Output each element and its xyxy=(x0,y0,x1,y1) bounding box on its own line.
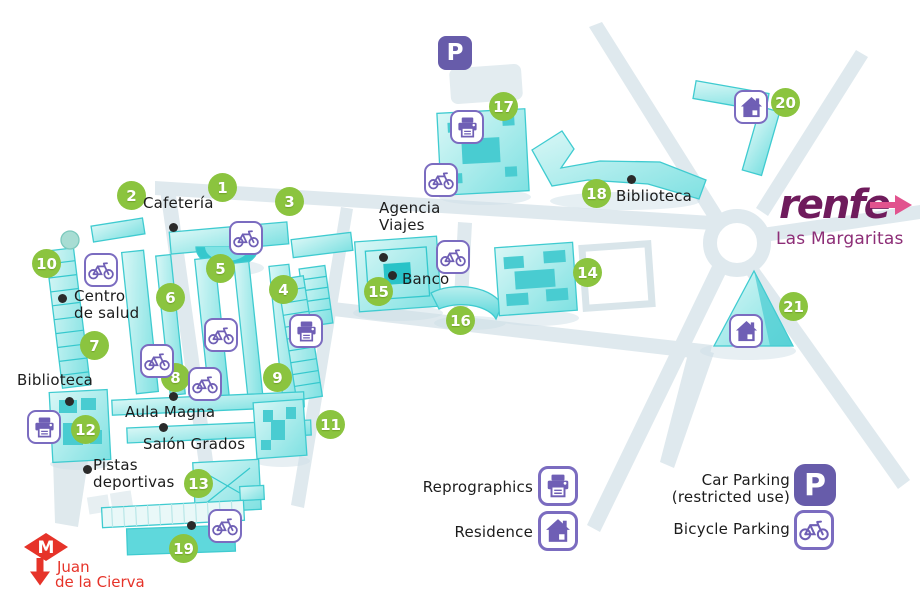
bicycle-parking-icon xyxy=(84,253,118,287)
reprographics-icon xyxy=(289,314,323,348)
map-badge-13: 13 xyxy=(184,469,213,498)
map-badge-18: 18 xyxy=(582,179,611,208)
label-biblioteca-left: Biblioteca xyxy=(17,371,94,389)
metro-station-line1: Juan xyxy=(57,558,90,576)
location-dot xyxy=(159,423,168,432)
label-salon-grados: Salón Grados xyxy=(143,435,246,453)
reprographics-icon xyxy=(27,410,61,444)
bicycle-parking-icon xyxy=(204,318,238,352)
label-centro-line1: Centro xyxy=(74,287,126,305)
renfe-arrow-icon xyxy=(870,195,912,215)
label-pistas-deportivas: Pistas deportivas xyxy=(93,457,175,491)
map-badge-4: 4 xyxy=(269,275,298,304)
location-dot xyxy=(169,392,178,401)
renfe-station-name: Las Margaritas xyxy=(776,229,904,249)
bicycle-parking-icon xyxy=(229,221,263,255)
legend-car-parking-label: Car Parking (restricted use) xyxy=(650,472,790,506)
location-dot xyxy=(388,271,397,280)
label-centro-line2: de salud xyxy=(74,304,140,322)
bicycle-parking-icon xyxy=(436,240,470,274)
location-dot xyxy=(187,521,196,530)
reprographics-icon xyxy=(450,110,484,144)
legend-car-parking-line2: (restricted use) xyxy=(671,488,790,506)
label-pistas-line2: deportivas xyxy=(93,473,175,491)
location-dot xyxy=(379,253,388,262)
map-badge-20: 20 xyxy=(771,88,800,117)
legend-bicycle-parking-label: Bicycle Parking xyxy=(673,520,790,538)
map-badge-21: 21 xyxy=(779,292,808,321)
metro-logo-icon: M xyxy=(24,533,68,561)
label-cafeteria: Cafetería xyxy=(143,194,214,212)
map-badge-17: 17 xyxy=(489,92,518,121)
sports-courts-area xyxy=(53,459,134,527)
residence-icon xyxy=(538,511,578,551)
map-badge-16: 16 xyxy=(446,306,475,335)
metro-down-arrow-icon xyxy=(30,558,50,586)
car-parking-icon: P xyxy=(438,36,472,70)
location-dot xyxy=(627,175,636,184)
label-pistas-line1: Pistas xyxy=(93,456,138,474)
bicycle-parking-icon xyxy=(188,367,222,401)
bicycle-parking-icon xyxy=(794,510,834,550)
residence-icon xyxy=(734,90,768,124)
building-14 xyxy=(494,241,578,317)
residence-icon xyxy=(729,314,763,348)
library-building-18 xyxy=(531,130,707,200)
label-banco: Banco xyxy=(402,270,450,288)
bicycle-parking-icon xyxy=(424,163,458,197)
map-badge-1: 1 xyxy=(208,173,237,202)
map-badge-10: 10 xyxy=(32,249,61,278)
map-badge-15: 15 xyxy=(364,277,393,306)
car-parking-icon: P xyxy=(794,464,836,506)
label-agencia-line2: Viajes xyxy=(379,216,425,234)
tree xyxy=(60,230,80,250)
map-badge-3: 3 xyxy=(275,187,304,216)
map-badge-6: 6 xyxy=(156,283,185,312)
legend-residence-label: Residence xyxy=(454,523,533,541)
bicycle-parking-icon xyxy=(208,509,242,543)
label-agencia-viajes: Agencia Viajes xyxy=(379,200,441,234)
label-aula-magna: Aula Magna xyxy=(125,403,216,421)
legend-car-parking-line1: Car Parking xyxy=(701,471,790,489)
label-agencia-line1: Agencia xyxy=(379,199,441,217)
location-dot xyxy=(169,223,178,232)
map-badge-12: 12 xyxy=(71,415,100,444)
metro-station-line2: de la Cierva xyxy=(55,573,145,591)
location-dot xyxy=(58,294,67,303)
metro-letter: M xyxy=(38,538,55,558)
bicycle-parking-icon xyxy=(140,344,174,378)
reprographics-icon xyxy=(538,466,578,506)
map-badge-9: 9 xyxy=(263,363,292,392)
map-badge-7: 7 xyxy=(80,331,109,360)
location-dot xyxy=(65,397,74,406)
label-centro-de-salud: Centro de salud xyxy=(74,288,139,322)
map-badge-19: 19 xyxy=(169,534,198,563)
map-badge-2: 2 xyxy=(117,181,146,210)
health-center-building xyxy=(44,247,92,389)
location-dot xyxy=(83,465,92,474)
map-badge-11: 11 xyxy=(316,410,345,439)
map-badge-5: 5 xyxy=(206,254,235,283)
legend-reprographics-label: Reprographics xyxy=(422,478,533,496)
map-badge-14: 14 xyxy=(573,258,602,287)
building-11 xyxy=(252,398,308,460)
label-biblioteca-right: Biblioteca xyxy=(616,187,693,205)
